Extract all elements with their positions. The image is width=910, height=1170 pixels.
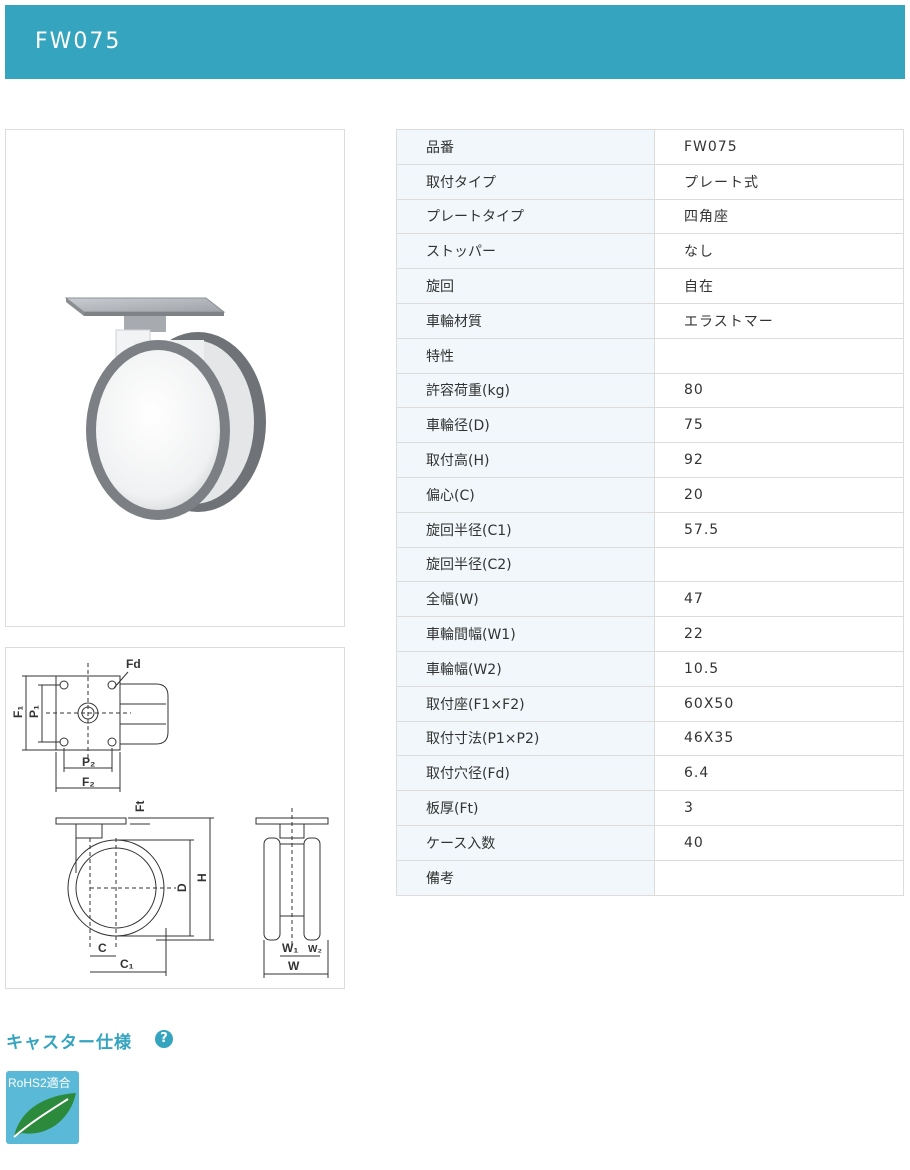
spec-key: 旋回半径(C2) (396, 546, 655, 583)
spec-key: 取付タイプ (396, 163, 655, 200)
spec-value: 6.4 (654, 755, 904, 792)
spec-key: 旋回半径(C1) (396, 511, 655, 548)
spec-value: 57.5 (654, 511, 904, 548)
spec-key: 品番 (396, 129, 655, 165)
spec-key: 許容荷重(kg) (396, 372, 655, 409)
spec-value: FW075 (654, 129, 904, 165)
rohs-badge-label: RoHS2適合 (8, 1076, 71, 1090)
spec-key: 取付高(H) (396, 442, 655, 478)
spec-value: エラストマー (654, 302, 904, 339)
spec-row: 特性 (396, 337, 904, 374)
spec-value: 80 (654, 372, 904, 409)
spec-row: 許容荷重(kg)80 (396, 372, 904, 409)
spec-value: 75 (654, 407, 904, 444)
spec-value: 四角座 (654, 198, 904, 235)
spec-value (654, 859, 904, 896)
spec-key: 全幅(W) (396, 581, 655, 618)
spec-row: 旋回半径(C1)57.5 (396, 511, 904, 548)
spec-value (654, 337, 904, 374)
spec-row: 車輪径(D)75 (396, 407, 904, 444)
spec-key: 偏心(C) (396, 476, 655, 513)
spec-row: プレートタイプ四角座 (396, 198, 904, 235)
label-p2: P₂ (82, 755, 95, 769)
spec-row: 取付穴径(Fd)6.4 (396, 755, 904, 792)
spec-value: 22 (654, 616, 904, 652)
spec-key: 特性 (396, 337, 655, 374)
spec-value: 47 (654, 581, 904, 618)
label-f2: F₂ (82, 775, 95, 789)
spec-row: 取付座(F1×F2)60X50 (396, 685, 904, 722)
spec-row: 車輪幅(W2)10.5 (396, 650, 904, 687)
dimension-diagram: Fd F₁ P₁ P₂ F₂ Ft D H C C₁ W₁ W₂ W (11, 657, 329, 978)
label-c1: C₁ (120, 957, 134, 971)
spec-key: 取付寸法(P1×P2) (396, 720, 655, 757)
spec-value (654, 546, 904, 583)
spec-row: 車輪材質エラストマー (396, 302, 904, 339)
spec-row: 旋回自在 (396, 268, 904, 304)
label-ft: Ft (133, 801, 147, 812)
spec-value: 20 (654, 476, 904, 513)
caster-photo (64, 297, 266, 520)
spec-key: 備考 (396, 859, 655, 896)
label-d: D (175, 883, 189, 892)
label-f1: F₁ (11, 706, 25, 718)
product-photo-frame (5, 129, 345, 627)
spec-value: 自在 (654, 268, 904, 304)
spec-key: 車輪幅(W2) (396, 650, 655, 687)
spec-key: 車輪間幅(W1) (396, 616, 655, 652)
leaf-icon (13, 1093, 76, 1138)
spec-value: 40 (654, 824, 904, 861)
spec-value: 3 (654, 790, 904, 826)
spec-key: 取付座(F1×F2) (396, 685, 655, 722)
label-fd: Fd (126, 657, 141, 671)
rohs-badge: RoHS2適合 (6, 1071, 79, 1144)
spec-key: ケース入数 (396, 824, 655, 861)
label-w1: W₁ (282, 941, 298, 955)
page-header: FW075 (5, 5, 905, 79)
dimension-diagram-frame: Fd F₁ P₁ P₂ F₂ Ft D H C C₁ W₁ W₂ W (5, 647, 345, 989)
spec-key: 車輪材質 (396, 302, 655, 339)
spec-value: 60X50 (654, 685, 904, 722)
page-title: FW075 (35, 29, 122, 54)
spec-value: プレート式 (654, 163, 904, 200)
spec-row: 取付寸法(P1×P2)46X35 (396, 720, 904, 757)
spec-row: 取付高(H)92 (396, 442, 904, 478)
label-h: H (195, 873, 209, 882)
spec-value: 10.5 (654, 650, 904, 687)
spec-row: 全幅(W)47 (396, 581, 904, 618)
spec-key: 板厚(Ft) (396, 790, 655, 826)
spec-value: 46X35 (654, 720, 904, 757)
spec-key: プレートタイプ (396, 198, 655, 235)
spec-row: 旋回半径(C2) (396, 546, 904, 583)
spec-row: 偏心(C)20 (396, 476, 904, 513)
spec-row: 車輪間幅(W1)22 (396, 616, 904, 652)
spec-row: 取付タイププレート式 (396, 163, 904, 200)
label-w2: W₂ (308, 944, 322, 955)
spec-value: 92 (654, 442, 904, 478)
spec-key: ストッパー (396, 233, 655, 270)
spec-value: なし (654, 233, 904, 270)
spec-key: 取付穴径(Fd) (396, 755, 655, 792)
spec-row: 板厚(Ft)3 (396, 790, 904, 826)
help-icon[interactable]: ? (155, 1030, 173, 1048)
section-title: キャスター仕様 (6, 1033, 132, 1053)
spec-row: 備考 (396, 859, 904, 896)
spec-key: 旋回 (396, 268, 655, 304)
spec-key: 車輪径(D) (396, 407, 655, 444)
label-p1: P₁ (27, 705, 41, 718)
label-w: W (288, 959, 300, 973)
label-c: C (98, 941, 107, 955)
spec-row: ストッパーなし (396, 233, 904, 270)
